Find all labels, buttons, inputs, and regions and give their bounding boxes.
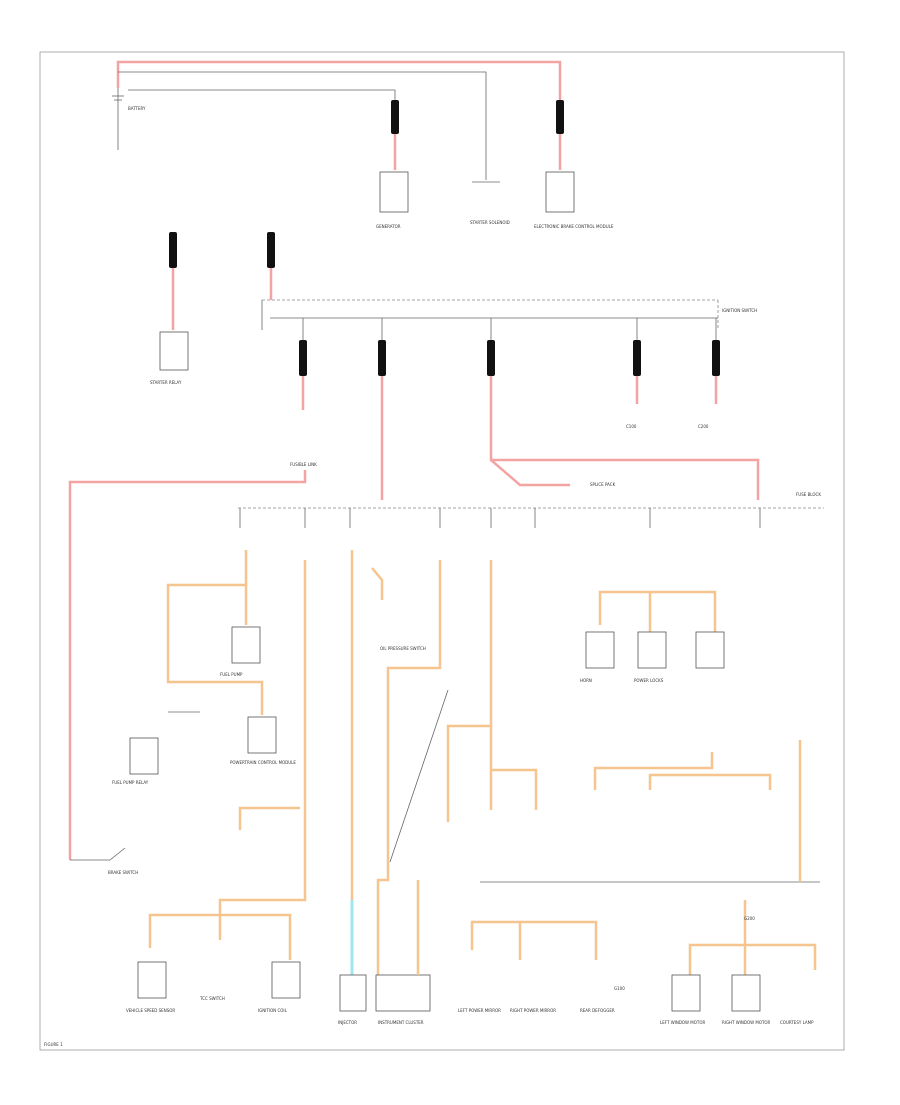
instrument-cluster-label: INSTRUMENT CLUSTER: [378, 1020, 424, 1025]
brake-switch-label: BRAKE SWITCH: [108, 870, 138, 875]
ignition-bus: C100 C200: [270, 317, 720, 429]
rear-defogger-label: REAR DEFOGGER: [580, 1008, 615, 1013]
tcc-label: TCC SWITCH: [199, 996, 225, 1001]
left-window-label: LEFT WINDOW MOTOR: [660, 1020, 705, 1025]
right-mirror-label: RIGHT POWER MIRROR: [510, 1008, 556, 1013]
vss-label: VEHICLE SPEED SENSOR: [126, 1008, 175, 1013]
courtesy-lamp-label: COURTESY LAMP: [780, 1020, 814, 1025]
ebcm-label: ELECTRONIC BRAKE CONTROL MODULE: [534, 224, 614, 229]
power-locks-label: POWER LOCKS: [634, 678, 664, 683]
fusible-link-label: FUSIBLE LINK: [290, 462, 317, 467]
c200-label: C200: [698, 424, 709, 429]
battery-section: BATTERY: [112, 60, 562, 180]
right-center-branch: LEFT POWER MIRROR RIGHT POWER MIRROR REA…: [446, 560, 820, 1013]
left-branch: FUEL PUMP POWERTRAIN CONTROL MODULE FUEL…: [70, 550, 307, 1013]
fuse-mid-2: IGNITION SWITCH: [261, 232, 757, 330]
right-window-label: RIGHT WINDOW MOTOR: [722, 1020, 771, 1025]
starter-solenoid: STARTER SOLENOID: [470, 181, 510, 225]
c100-label: C100: [626, 424, 637, 429]
fuel-pump-label: FUEL PUMP: [220, 672, 243, 677]
right-branch: HORN POWER LOCKS LEFT WINDOW MOTOR RIGHT…: [580, 590, 817, 1025]
diagram-border: [39, 51, 845, 1051]
horn-label: HORN: [580, 678, 592, 683]
left-mirror-label: LEFT POWER MIRROR: [458, 1008, 501, 1013]
fuse-block: FUSE BLOCK: [238, 492, 824, 528]
center-branch: INJECTOR INSTRUMENT CLUSTER OIL PRESSURE…: [338, 550, 449, 1025]
fuse-top-1: GENERATOR: [128, 89, 409, 229]
generator-label: GENERATOR: [376, 224, 401, 229]
starter-solenoid-label: STARTER SOLENOID: [470, 220, 510, 225]
starter-relay-label: STARTER RELAY: [150, 380, 182, 385]
battery-label: BATTERY: [128, 106, 146, 111]
fuse-mid-1: STARTER RELAY: [150, 232, 189, 385]
ignition-switch-label: IGNITION SWITCH: [722, 308, 757, 313]
ignition-coil-label: IGNITION COIL: [258, 1008, 288, 1013]
pcm-label: POWERTRAIN CONTROL MODULE: [230, 760, 296, 765]
fuse-top-2: ELECTRONIC BRAKE CONTROL MODULE: [534, 100, 614, 229]
oil-pressure-label: OIL PRESSURE SWITCH: [380, 646, 426, 651]
injector-label: INJECTOR: [338, 1020, 357, 1025]
red-feeds: FUSIBLE LINK SPLICE PACK: [68, 376, 760, 860]
g200-label: G200: [744, 916, 755, 921]
g100-label: G100: [614, 986, 625, 991]
fuel-pump-relay-label: FUEL PUMP RELAY: [112, 780, 149, 785]
figure-label: FIGURE 1: [44, 1042, 63, 1047]
splice-pack-label: SPLICE PACK: [590, 482, 616, 487]
fuse-block-label: FUSE BLOCK: [796, 492, 821, 497]
